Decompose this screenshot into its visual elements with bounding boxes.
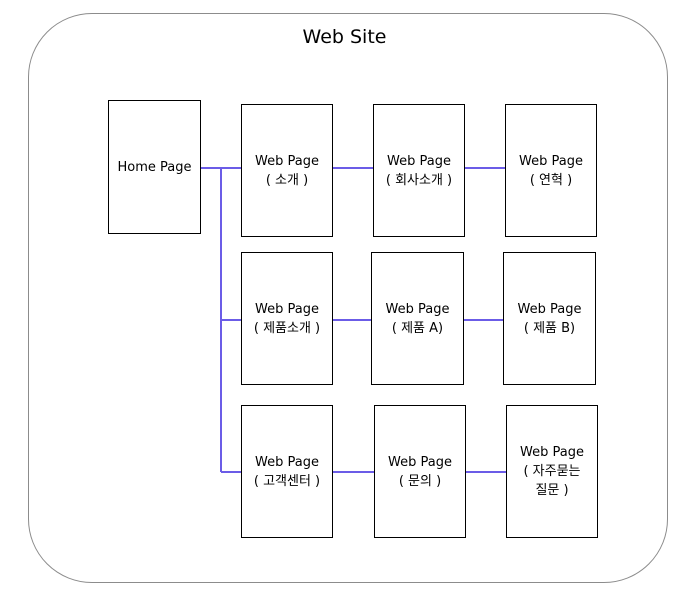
web-page-box: Web Page ( 제품 B) <box>503 252 596 385</box>
web-page-box: Web Page ( 고객센터 ) <box>241 405 333 538</box>
site-title: Web Site <box>302 26 387 48</box>
web-page-title: Web Page <box>255 301 319 317</box>
web-page-title: Web Page <box>517 301 582 317</box>
web-page-box: Web Page ( 소개 ) <box>241 104 333 237</box>
web-page-subtitle: ( 고객센터 ) <box>253 473 321 489</box>
web-page-subtitle: ( 문의 ) <box>398 473 442 489</box>
web-page-subtitle: ( 자주묻는 <box>523 464 581 479</box>
web-page-subtitle: ( 소개 ) <box>265 172 309 188</box>
web-page-subtitle: ( 제품 B) <box>523 320 576 336</box>
web-page-title: Web Page <box>519 153 583 169</box>
site-container <box>28 13 668 583</box>
web-page-subtitle: ( 제품소개 ) <box>253 320 321 336</box>
web-page-box: Web Page ( 제품소개 ) <box>241 252 333 385</box>
web-page-title: Web Page <box>520 445 584 460</box>
web-page-subtitle: ( 연혁 ) <box>529 172 573 188</box>
home-page-label: Home Page <box>117 159 192 175</box>
web-page-box: Web Page ( 제품 A) <box>371 252 464 385</box>
web-page-title: Web Page <box>388 454 452 470</box>
home-page-box: Home Page <box>108 100 201 234</box>
web-page-subtitle: ( 회사소개 ) <box>385 172 453 188</box>
web-page-box: Web Page ( 문의 ) <box>374 405 466 538</box>
web-page-title: Web Page <box>385 301 450 317</box>
web-page-box: Web Page ( 회사소개 ) <box>373 104 465 237</box>
web-page-subtitle: ( 제품 A) <box>391 320 444 336</box>
web-page-subtitle: 질문 ) <box>535 483 569 498</box>
web-page-title: Web Page <box>255 454 319 470</box>
web-page-box: Web Page ( 연혁 ) <box>505 104 597 237</box>
web-page-title: Web Page <box>255 153 319 169</box>
web-page-title: Web Page <box>387 153 451 169</box>
